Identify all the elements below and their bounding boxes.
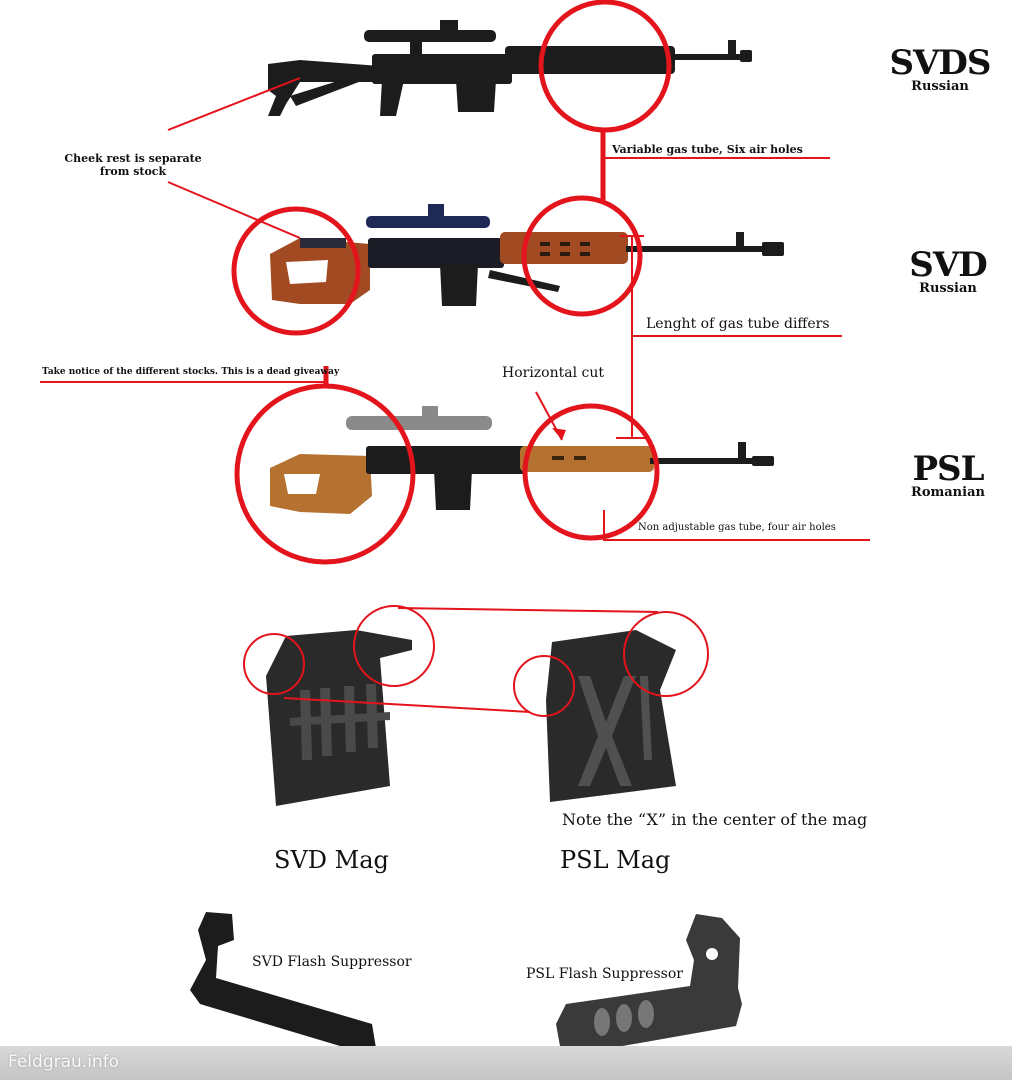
svd-mag-caption: SVD Mag (274, 846, 389, 874)
svds-origin: Russian (911, 79, 969, 94)
psl-flash-caption: PSL Flash Suppressor (526, 966, 683, 982)
red-guide-lines (40, 77, 870, 717)
svds-label: SVDS Russian (880, 46, 1000, 93)
stocks-note: Take notice of the different stocks. Thi… (42, 367, 340, 377)
psl-label: PSL Romanian (888, 452, 1008, 499)
psl-mag-caption: PSL Mag (560, 846, 671, 874)
svd-label: SVD Russian (888, 248, 1008, 295)
psl-origin: Romanian (911, 485, 985, 500)
watermark-bar: Feldgrau.info (0, 1046, 1012, 1080)
svd-flash-caption: SVD Flash Suppressor (252, 954, 412, 970)
psl-flash-suppressor-image (556, 914, 742, 1050)
svd-mag-image (266, 630, 412, 806)
red-callouts (231, 0, 672, 565)
svds-name: SVDS (889, 43, 992, 83)
variable-gas-tube-note: Variable gas tube, Six air holes (612, 143, 803, 156)
psl-mag-image (546, 630, 676, 802)
horizontal-cut-note: Horizontal cut (502, 365, 605, 381)
watermark-text: Feldgrau.info (8, 1052, 120, 1072)
svd-flash-suppressor-image (190, 912, 376, 1052)
arrowhead-icon (552, 428, 566, 440)
gas-tube-length-note: Lenght of gas tube differs (646, 316, 830, 332)
svds-rifle (268, 20, 752, 116)
svd-origin: Russian (919, 281, 977, 296)
svd-name: SVD (909, 245, 987, 285)
non-adjustable-note: Non adjustable gas tube, four air holes (638, 522, 836, 533)
psl-name: PSL (912, 449, 984, 489)
svd-rifle (270, 204, 784, 306)
x-note: Note the “X” in the center of the mag (562, 810, 868, 829)
psl-rifle (270, 406, 774, 514)
cheek-rest-note: Cheek rest is separate from stock (64, 152, 202, 178)
